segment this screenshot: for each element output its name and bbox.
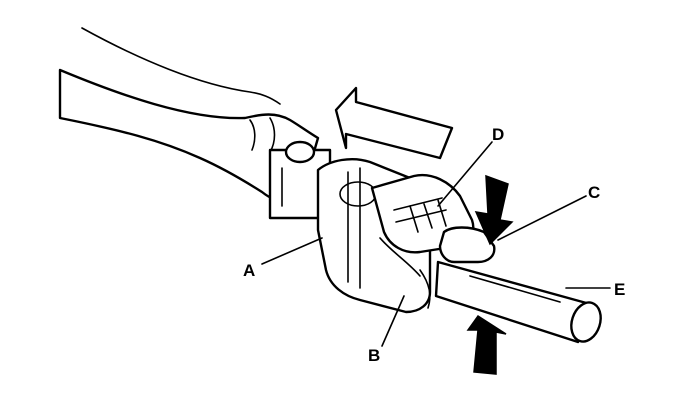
callout-label-b: B	[368, 346, 380, 365]
metal-pipe-inlet	[268, 140, 332, 220]
press-arrow-bottom-icon	[466, 314, 507, 375]
hollow-arrow-left-icon	[334, 86, 454, 160]
callout-label-c: C	[588, 183, 600, 202]
callout-label-d: D	[492, 125, 504, 144]
release-tab	[438, 226, 496, 264]
fuel-pipe	[434, 260, 602, 344]
callout-label-e: E	[614, 280, 625, 299]
press-arrow-top-icon	[474, 174, 514, 246]
callout-label-a: A	[243, 261, 255, 280]
callout-leaders	[261, 141, 611, 347]
